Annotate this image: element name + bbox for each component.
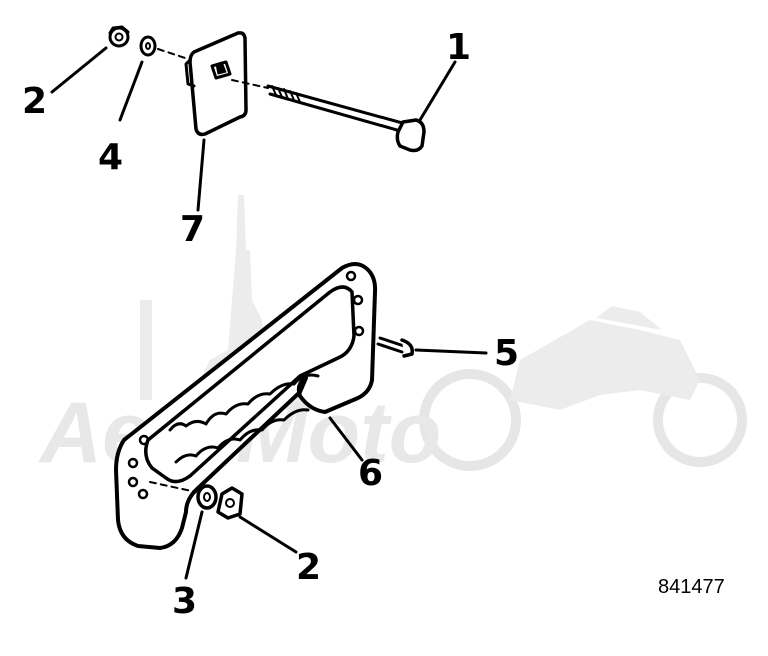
callout-2-bottom: 2	[296, 547, 322, 588]
nut-bottom	[216, 486, 244, 520]
block-bracket	[184, 31, 248, 137]
mounting-plate	[114, 262, 378, 550]
screw	[376, 336, 415, 358]
callout-4: 4	[98, 137, 124, 178]
callout-2-top: 2	[22, 81, 48, 122]
callout-6: 6	[358, 453, 384, 494]
nut-top	[108, 25, 130, 48]
leader-lines	[50, 46, 488, 580]
long-bolt	[266, 84, 426, 153]
drawing-number: 841477	[658, 576, 725, 598]
washer-bottom	[196, 484, 218, 510]
callout-1: 1	[446, 27, 472, 68]
callout-3: 3	[172, 581, 198, 622]
callout-7: 7	[180, 209, 206, 250]
callout-5: 5	[494, 333, 520, 374]
washer-top	[139, 35, 157, 57]
